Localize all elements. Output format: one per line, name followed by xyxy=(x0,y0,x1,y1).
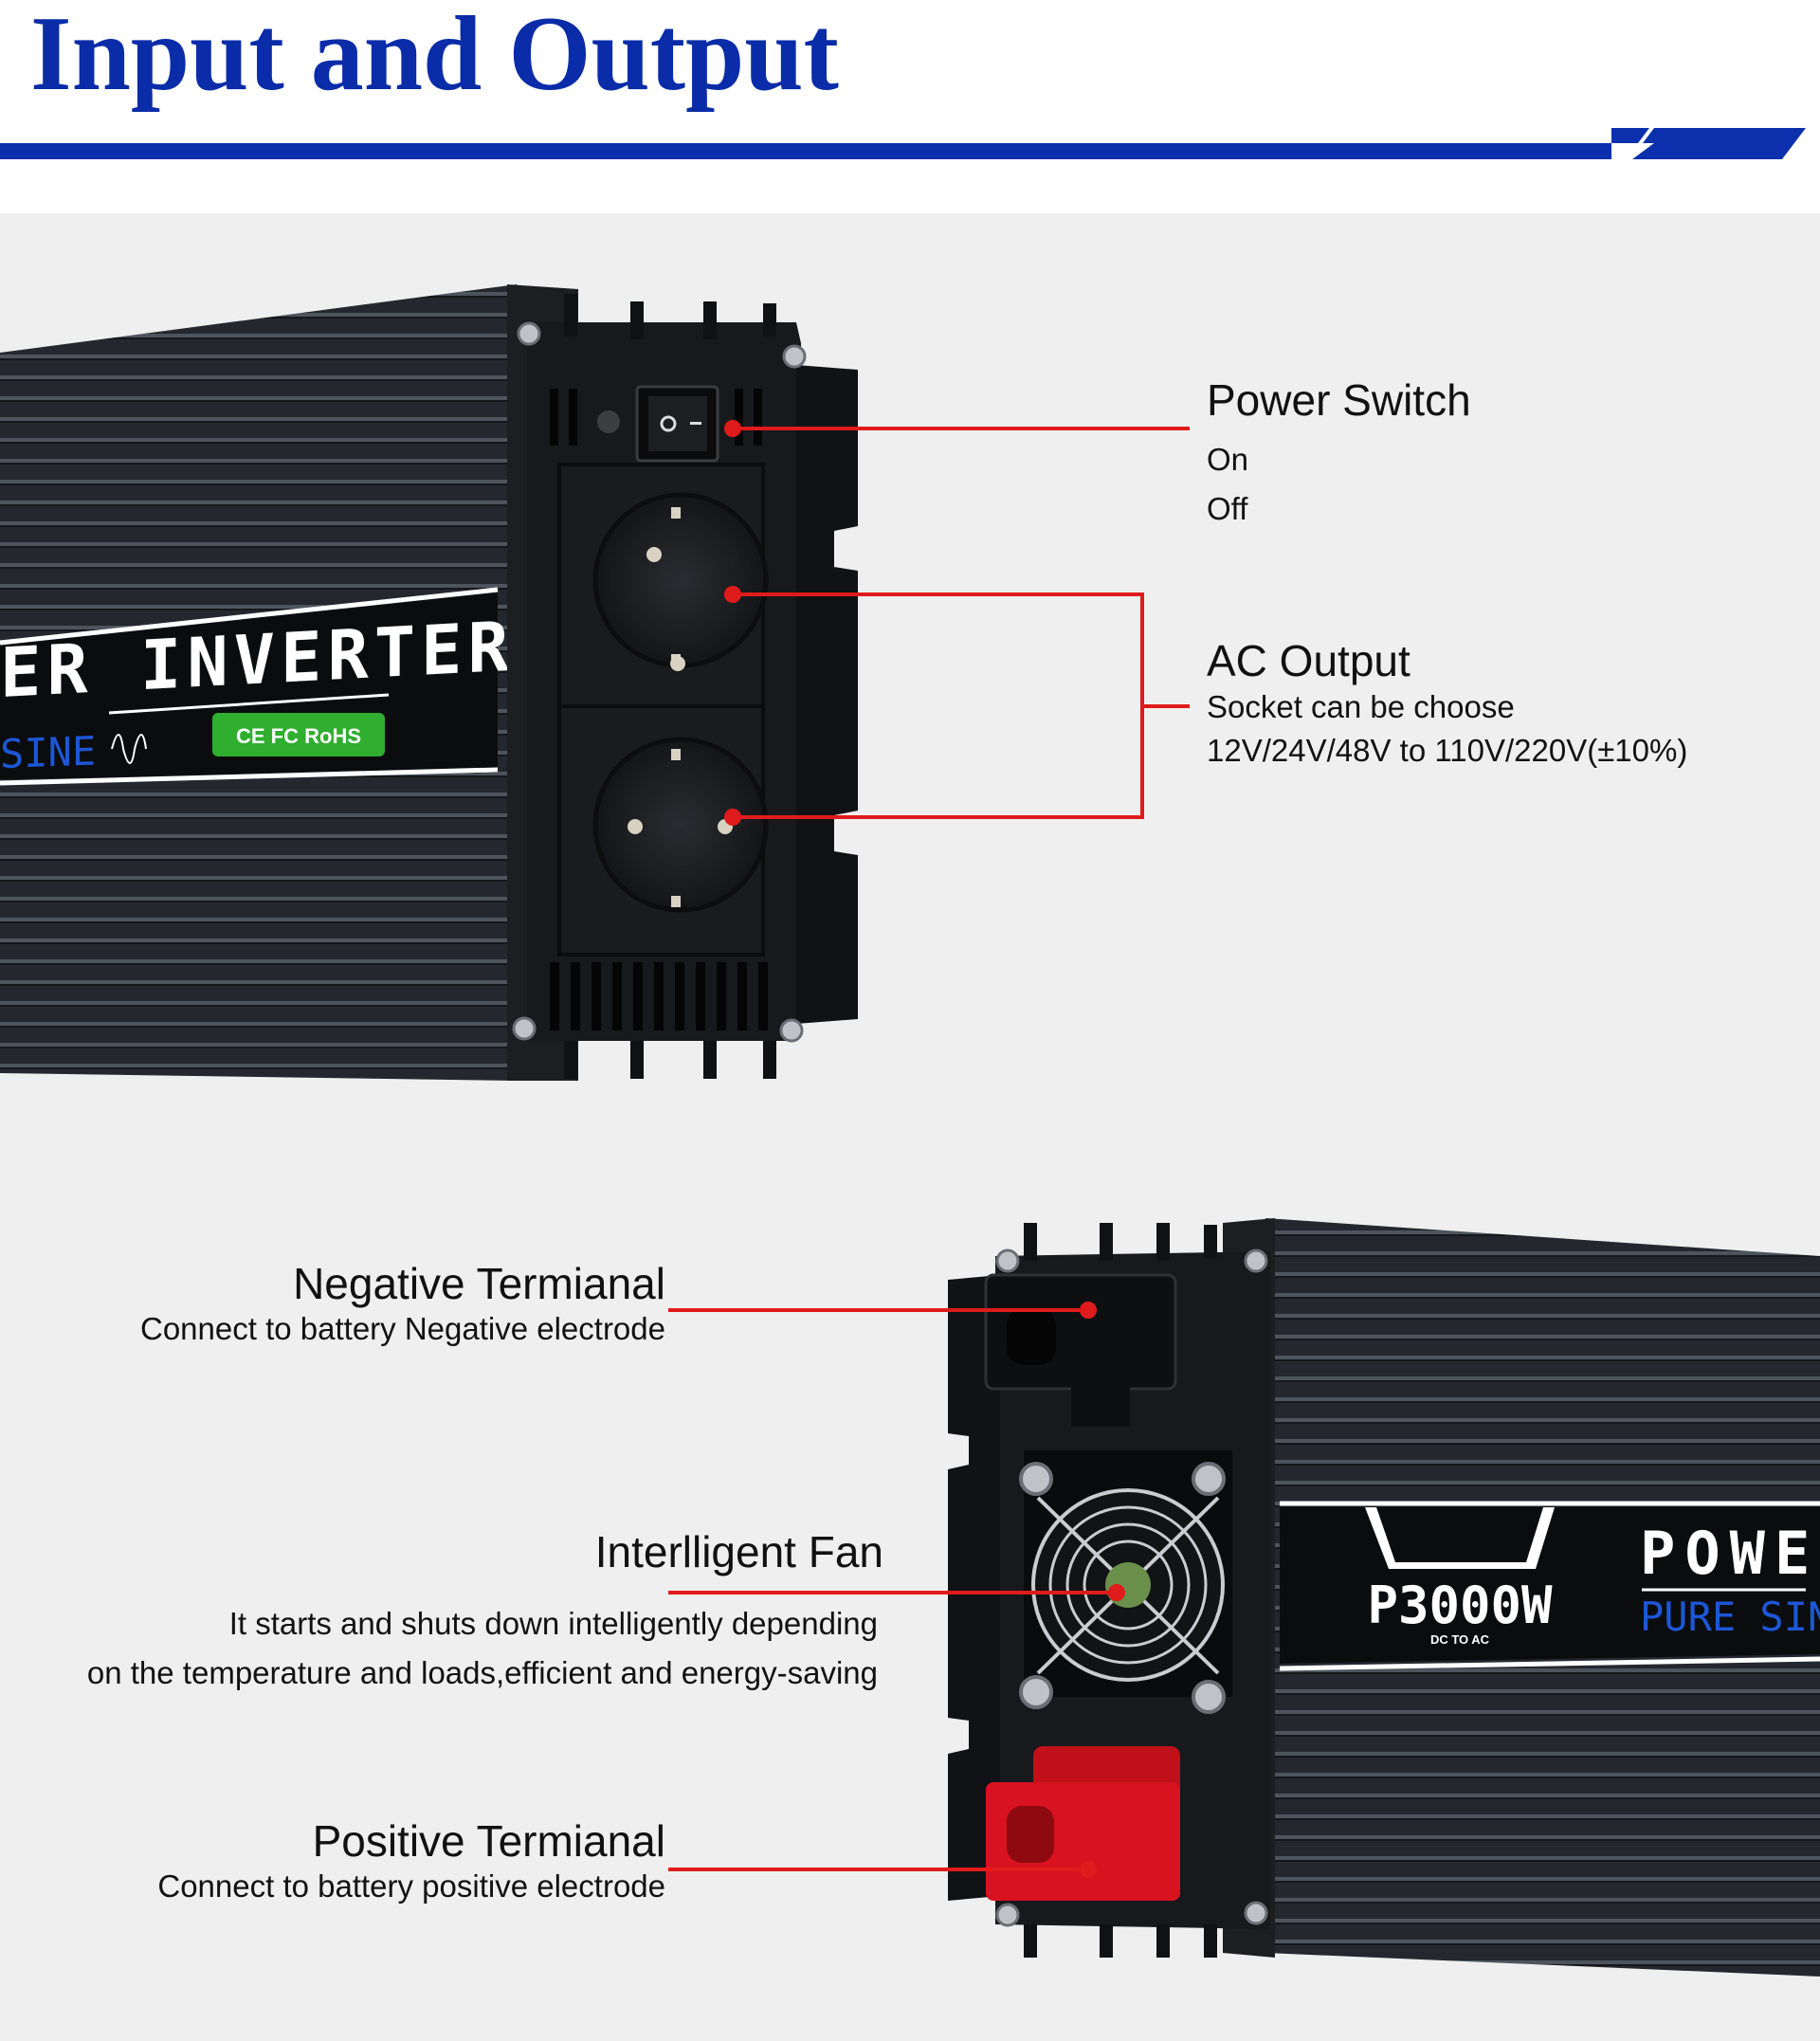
callout-lines xyxy=(668,427,1190,1871)
positive-terminal-title: Positive Termianal xyxy=(312,1816,665,1866)
power-switch-title: Power Switch xyxy=(1207,375,1471,425)
ac-output-title: AC Output xyxy=(1207,636,1410,685)
inverter-top: ER INVERTER SINE CE FC RoHS xyxy=(0,284,858,1081)
cert-badge-text: CE FC RoHS xyxy=(236,724,361,748)
model-sub-text: DC TO AC xyxy=(1430,1632,1490,1647)
header-accent-bar xyxy=(0,128,1806,159)
power-switch-on-label: On xyxy=(1207,442,1249,477)
intelligent-fan[interactable] xyxy=(1019,1450,1232,1714)
ac-output-voltage: 12V/24V/48V to 110V/220V(±10%) xyxy=(1207,733,1688,768)
fan-desc-line1: It starts and shuts down intelligently d… xyxy=(228,1606,878,1641)
callout-dots xyxy=(724,420,1125,1878)
negative-terminal-title: Negative Termianal xyxy=(293,1259,665,1308)
power-switch-off-label: Off xyxy=(1207,491,1248,526)
sine-wave-icon xyxy=(111,734,147,764)
page-title: Input and Output xyxy=(30,0,839,113)
ac-socket-upper[interactable] xyxy=(557,463,769,708)
power-switch[interactable] xyxy=(635,385,719,463)
negative-terminal-desc: Connect to battery Negative electrode xyxy=(140,1311,665,1346)
ac-socket-lower[interactable] xyxy=(557,704,769,957)
model-text: P3000W xyxy=(1367,1576,1553,1635)
negative-terminal[interactable] xyxy=(984,1273,1177,1427)
positive-terminal-desc: Connect to battery positive electrode xyxy=(157,1868,665,1904)
header-banner: Input and Output xyxy=(0,0,1820,213)
pure-sine-text: PURE SINE xyxy=(1640,1594,1820,1640)
fan-title: Interlligent Fan xyxy=(594,1527,883,1576)
ac-output-desc: Socket can be choose xyxy=(1207,689,1515,724)
positive-terminal[interactable] xyxy=(986,1746,1180,1901)
inverter-bottom: P3000W DC TO AC POWER PURE SINE xyxy=(948,1218,1820,1977)
screw-icon xyxy=(995,1248,1268,1927)
cert-badge xyxy=(212,713,385,756)
inverter-sine-text: SINE xyxy=(0,727,96,777)
power-brand-text: POWER xyxy=(1640,1519,1820,1588)
fan-desc-line2: on the temperature and loads,efficient a… xyxy=(86,1655,878,1690)
screw-icon xyxy=(512,321,807,1043)
